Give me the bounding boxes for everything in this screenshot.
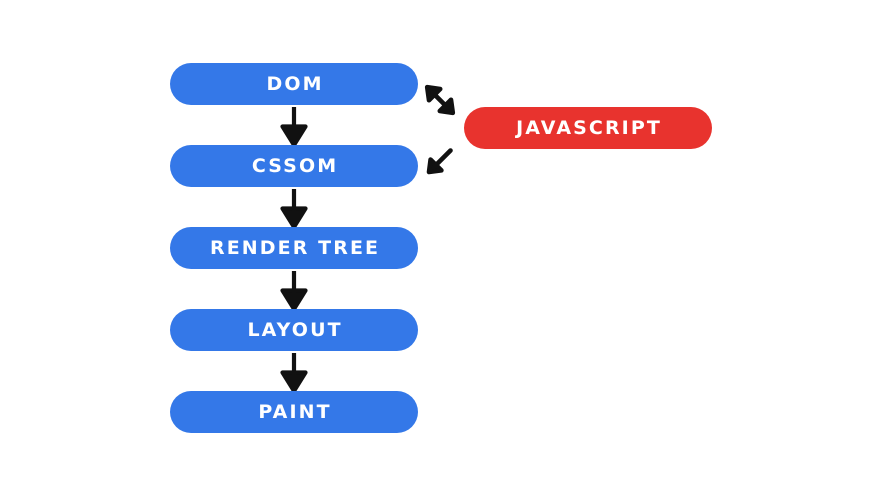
- node-paint[interactable]: PAINT: [170, 391, 418, 433]
- arrow-down-left-icon: [426, 147, 454, 175]
- node-label-paint: PAINT: [258, 400, 332, 423]
- node-render-tree[interactable]: RENDER TREE: [170, 227, 418, 269]
- node-label-dom: DOM: [266, 72, 324, 95]
- node-label-render-tree: RENDER TREE: [209, 236, 381, 259]
- node-label-javascript: JAVASCRIPT: [516, 116, 662, 139]
- arrow-bidirectional-diagonal-icon: [424, 84, 456, 116]
- node-javascript[interactable]: JAVASCRIPT: [464, 107, 712, 149]
- arrow-down-icon: [278, 353, 310, 391]
- node-cssom[interactable]: CSSOM: [170, 145, 418, 187]
- arrow-down-icon: [278, 107, 310, 145]
- node-dom[interactable]: DOM: [170, 63, 418, 105]
- node-label-cssom: CSSOM: [251, 154, 339, 177]
- arrow-down-icon: [278, 189, 310, 227]
- node-layout[interactable]: LAYOUT: [170, 309, 418, 351]
- node-label-layout: LAYOUT: [247, 318, 343, 341]
- arrow-down-icon: [278, 271, 310, 309]
